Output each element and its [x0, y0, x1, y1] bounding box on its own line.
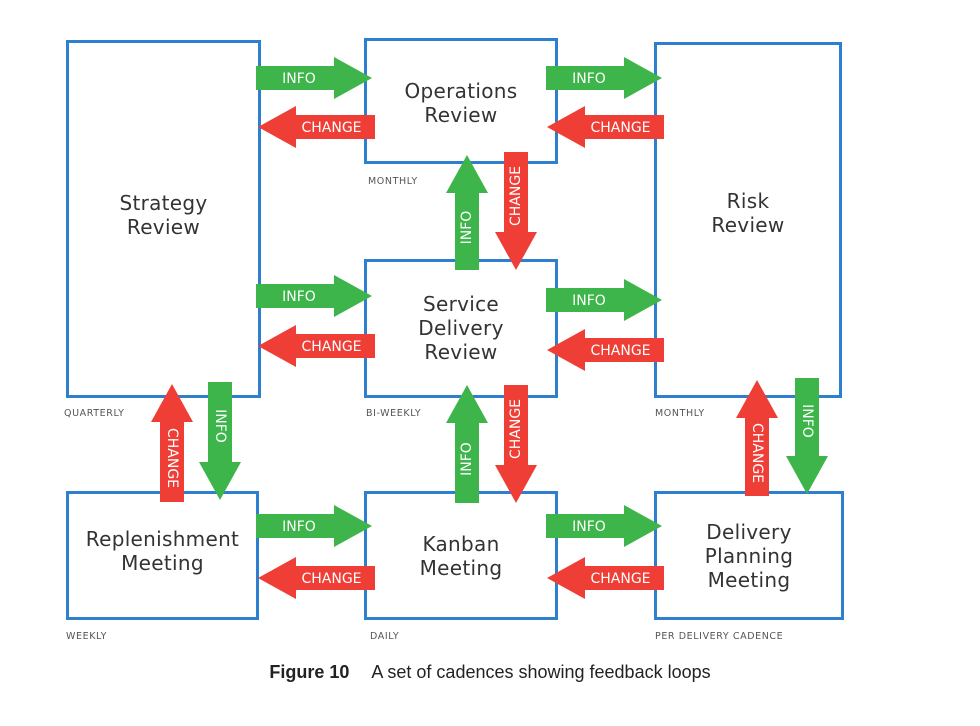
info-arrow-right: INFO	[256, 505, 372, 547]
change-arrow-label: CHANGE	[508, 399, 524, 459]
info-arrow-label: INFO	[282, 71, 316, 87]
title-line: Planning	[704, 544, 794, 568]
strategy-review-title: Strategy Review	[69, 191, 258, 239]
service-delivery-review-title: Service Delivery Review	[367, 292, 555, 364]
delivery-planning-cadence-label: PER DELIVERY CADENCE	[655, 631, 784, 642]
figure-caption: Figure 10 A set of cadences showing feedb…	[0, 662, 980, 683]
change-arrow-left: CHANGE	[258, 557, 375, 599]
title-line: Review	[424, 103, 498, 127]
info-arrow-label: INFO	[799, 404, 815, 438]
change-arrow-label: CHANGE	[590, 120, 650, 136]
info-arrow-right: INFO	[546, 505, 662, 547]
risk-cadence-label: MONTHLY	[655, 408, 705, 419]
info-arrow-label: INFO	[459, 211, 475, 245]
change-arrow-up: CHANGE	[736, 380, 778, 496]
change-arrow-label: CHANGE	[301, 339, 361, 355]
info-arrow-down: INFO	[786, 378, 828, 494]
title-line: Service	[422, 292, 500, 316]
title-line: Operations	[404, 79, 518, 103]
strategy-cadence-label: QUARTERLY	[64, 408, 125, 419]
kanban-cadence-label: DAILY	[370, 631, 400, 642]
info-arrow-label: INFO	[572, 519, 606, 535]
figure-number: Figure 10	[269, 662, 350, 682]
kanban-meeting-box: Kanban Meeting	[364, 491, 558, 620]
change-arrow-label: CHANGE	[301, 571, 361, 587]
change-arrow-left: CHANGE	[258, 325, 375, 367]
service-delivery-review-box: Service Delivery Review	[364, 259, 558, 398]
operations-cadence-label: MONTHLY	[368, 176, 418, 187]
operations-review-title: Operations Review	[367, 79, 555, 127]
title-line: Meeting	[121, 551, 204, 575]
title-line: Meeting	[419, 556, 503, 580]
change-arrow-label: CHANGE	[590, 343, 650, 359]
change-arrow-label: CHANGE	[590, 571, 650, 587]
change-arrow-left: CHANGE	[258, 106, 375, 148]
info-arrow-label: INFO	[459, 442, 475, 476]
change-arrow-down: CHANGE	[495, 152, 537, 270]
info-arrow-right: INFO	[546, 279, 662, 321]
operations-review-box: Operations Review	[364, 38, 558, 164]
replenishment-cadence-label: WEEKLY	[66, 631, 108, 642]
change-arrow-left: CHANGE	[547, 329, 664, 371]
title-line: Review	[424, 340, 498, 364]
strategy-review-box: Strategy Review	[66, 40, 261, 398]
info-arrow-up: INFO	[446, 155, 488, 270]
change-arrow-label: CHANGE	[301, 120, 361, 136]
title-line: Strategy	[119, 191, 208, 215]
service-delivery-cadence-label: BI-WEEKLY	[366, 408, 422, 419]
figure-caption-text: A set of cadences showing feedback loops	[371, 662, 711, 682]
title-line: Review	[711, 213, 785, 237]
kanban-meeting-title: Kanban Meeting	[367, 532, 555, 580]
change-arrow-down: CHANGE	[495, 385, 537, 503]
replenishment-meeting-title: Replenishment Meeting	[69, 527, 256, 575]
change-arrow-label: CHANGE	[749, 423, 765, 483]
title-line: Kanban	[422, 532, 500, 556]
risk-review-box: Risk Review	[654, 42, 842, 398]
change-arrow-label: CHANGE	[164, 428, 180, 488]
info-arrow-up: INFO	[446, 385, 488, 503]
info-arrow-label: INFO	[212, 409, 228, 443]
change-arrow-label: CHANGE	[508, 166, 524, 226]
info-arrow-label: INFO	[282, 289, 316, 305]
delivery-planning-meeting-title: Delivery Planning Meeting	[657, 520, 841, 592]
title-line: Delivery	[418, 316, 504, 340]
info-arrow-label: INFO	[572, 71, 606, 87]
info-arrow-label: INFO	[282, 519, 316, 535]
info-arrow-down: INFO	[199, 382, 241, 500]
title-line: Risk	[726, 189, 770, 213]
change-arrow-left: CHANGE	[547, 106, 664, 148]
change-arrow-left: CHANGE	[547, 557, 664, 599]
risk-review-title: Risk Review	[657, 189, 839, 237]
info-arrow-label: INFO	[572, 293, 606, 309]
title-line: Meeting	[707, 568, 791, 592]
info-arrow-right: INFO	[256, 275, 372, 317]
title-line: Delivery	[706, 520, 792, 544]
replenishment-meeting-box: Replenishment Meeting	[66, 491, 259, 620]
change-arrow-up: CHANGE	[151, 384, 193, 502]
title-line: Replenishment	[85, 527, 240, 551]
info-arrow-right: INFO	[256, 57, 372, 99]
title-line: Review	[126, 215, 201, 239]
info-arrow-right: INFO	[546, 57, 662, 99]
